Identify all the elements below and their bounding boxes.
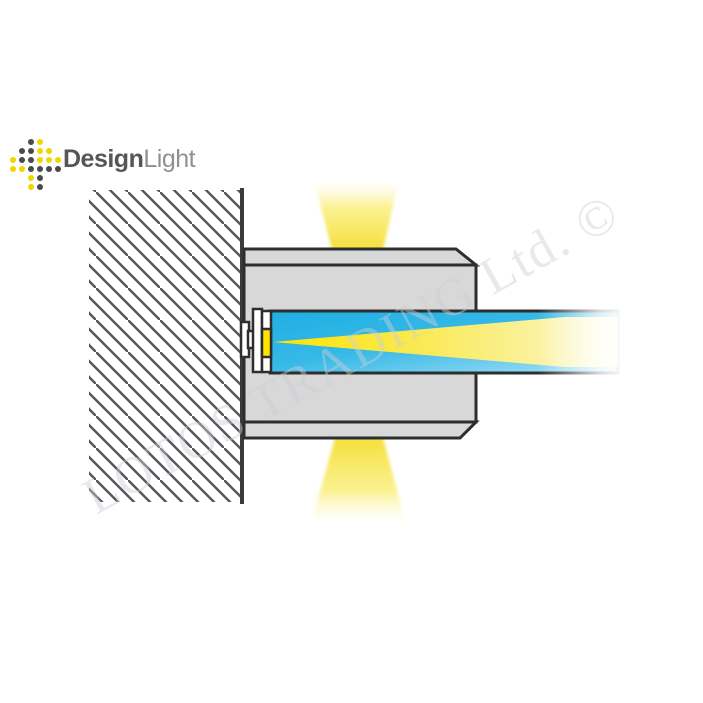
logo-dot <box>19 148 25 154</box>
fixture-top-face <box>242 247 481 267</box>
logo-dot <box>37 184 43 190</box>
logo-dot <box>37 175 43 181</box>
logo-dot <box>37 166 43 172</box>
logo-dot <box>28 175 34 181</box>
clamp-plate <box>251 307 264 374</box>
light-cone-down <box>312 438 405 520</box>
logo-dot <box>28 157 34 163</box>
light-cone-up <box>315 184 398 250</box>
logo-dot <box>28 148 34 154</box>
logo-dot <box>28 184 34 190</box>
led-module <box>260 327 273 359</box>
fixture-bottom-face <box>242 420 480 440</box>
logo-dot <box>28 139 34 145</box>
logo-dot <box>37 139 43 145</box>
logo-dot <box>10 166 16 172</box>
wall-hatch <box>89 190 240 502</box>
logo-dot <box>37 148 43 154</box>
logo-mark <box>10 139 67 193</box>
logo-text-design: Design <box>63 145 144 173</box>
glass-fade <box>538 298 648 388</box>
logo-dot <box>46 157 52 163</box>
logo-dot <box>46 148 52 154</box>
logo-dot <box>19 157 25 163</box>
light-beam-horizontal <box>273 317 618 367</box>
logo-dot <box>28 166 34 172</box>
logo-text-light: Light <box>143 145 196 173</box>
logo-dot <box>46 166 52 172</box>
logo-dot <box>55 166 61 172</box>
logo-dot <box>10 157 16 163</box>
logo-dot <box>55 157 61 163</box>
logo-dot <box>19 166 25 172</box>
logo-text: DesignLight <box>63 145 196 173</box>
logo-dot <box>37 157 43 163</box>
